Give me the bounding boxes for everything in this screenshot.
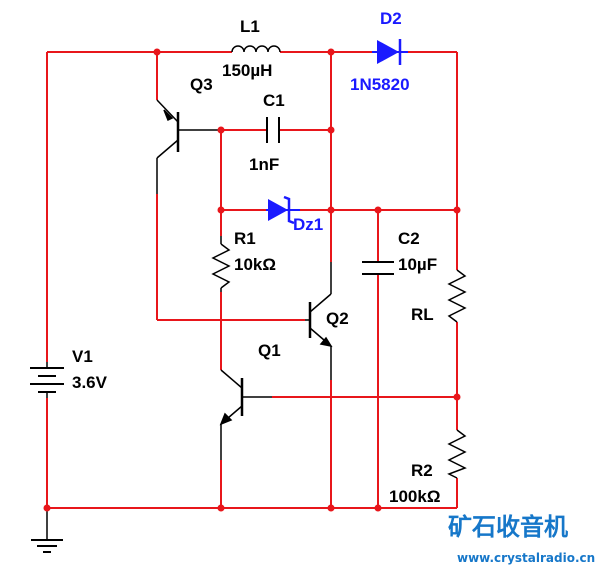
junction-dot xyxy=(453,206,461,214)
inductor-l1 xyxy=(231,45,281,53)
junction-dot xyxy=(453,393,461,401)
label-r1-value: 10kΩ xyxy=(234,255,276,274)
label-q1-ref: Q1 xyxy=(258,341,281,360)
junction-dot xyxy=(217,504,225,512)
junction-dot xyxy=(327,48,335,56)
label-c2-value: 10µF xyxy=(398,255,437,274)
transistor-q3-collector xyxy=(156,139,179,159)
junctions xyxy=(43,48,461,512)
diode-d2-triangle xyxy=(377,40,399,64)
transistor-q1-arrow xyxy=(219,412,233,426)
label-r2-value: 100kΩ xyxy=(389,487,440,506)
label-v1-ref: V1 xyxy=(72,347,93,366)
label-c2-ref: C2 xyxy=(398,229,420,248)
transistor-q2-arrow xyxy=(319,336,333,348)
junction-dot xyxy=(374,504,382,512)
transistor-q2-collector xyxy=(309,293,332,313)
label-r1-ref: R1 xyxy=(234,229,256,248)
watermark: 矿石收音机 www.crystalradio.cn xyxy=(448,513,595,565)
zener-dz1-bar xyxy=(283,195,295,225)
transistor-q3-arrow xyxy=(163,109,174,122)
junction-dot xyxy=(327,126,335,134)
transistor-q1-collector xyxy=(220,369,243,389)
junction-dot xyxy=(327,504,335,512)
resistor-rl xyxy=(447,269,467,323)
label-dz1-ref: Dz1 xyxy=(293,215,323,234)
label-q3-ref: Q3 xyxy=(190,75,213,94)
junction-dot xyxy=(217,126,225,134)
label-c1-value: 1nF xyxy=(249,155,279,174)
labels: L1 150µH D2 1N5820 Q3 C1 1nF Dz1 R1 10kΩ… xyxy=(72,9,440,506)
label-v1-value: 3.6V xyxy=(72,373,108,392)
label-c1-ref: C1 xyxy=(263,91,285,110)
resistor-r1 xyxy=(211,243,231,289)
label-q2-ref: Q2 xyxy=(326,309,349,328)
parts xyxy=(30,45,467,553)
zener-dz1-triangle xyxy=(268,199,288,221)
watermark-logo-text: 矿石收音机 xyxy=(448,513,568,541)
label-d2-value: 1N5820 xyxy=(350,75,410,94)
watermark-url: www.crystalradio.cn xyxy=(457,551,595,565)
transistor-q3-emitter xyxy=(156,99,179,123)
junction-dot xyxy=(327,206,335,214)
junction-dot xyxy=(43,504,51,512)
label-rl-ref: RL xyxy=(411,305,434,324)
resistor-r2 xyxy=(447,429,467,479)
junction-dot xyxy=(374,206,382,214)
wires xyxy=(46,51,458,509)
label-d2-ref: D2 xyxy=(380,9,402,28)
diode-d2 xyxy=(372,39,408,65)
junction-dot xyxy=(217,206,225,214)
junction-dot xyxy=(153,48,161,56)
label-r2-ref: R2 xyxy=(411,461,433,480)
zener-dz1 xyxy=(266,195,300,225)
label-l1-ref: L1 xyxy=(240,17,260,36)
label-l1-value: 150µH xyxy=(222,61,272,80)
diodes xyxy=(266,39,408,225)
